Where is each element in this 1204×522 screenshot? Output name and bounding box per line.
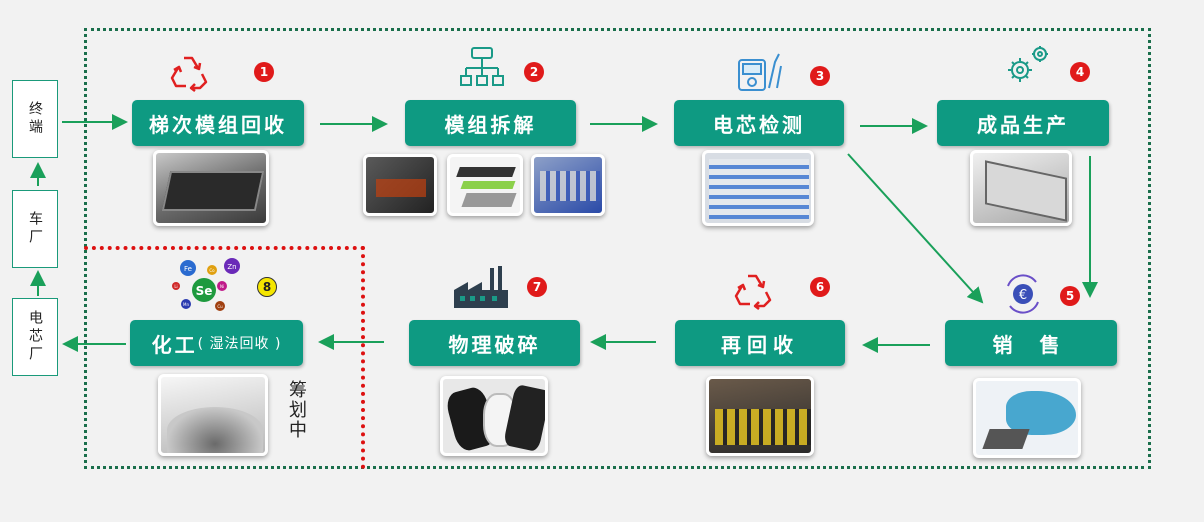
step-label: 模组拆解 — [444, 112, 537, 137]
step-label: 梯次模组回收 — [149, 112, 287, 137]
box-car-factory: 车厂 — [12, 190, 58, 268]
recycle-icon — [734, 274, 772, 310]
step-label: 再回收 — [721, 332, 799, 357]
badge-1: 1 — [254, 62, 274, 82]
element-label: Li — [174, 284, 177, 289]
arrow-3-to-5 — [847, 153, 984, 304]
network-icon — [460, 47, 504, 86]
photo-testing-racks — [702, 150, 814, 226]
step-physical-crushing: 物理破碎 — [409, 320, 580, 366]
box-terminal: 终端 — [12, 80, 58, 158]
step-label: 成品生产 — [977, 112, 1069, 137]
step-chemical: 化工 ( 湿法回收 ) — [130, 320, 303, 366]
step-label: 物理破碎 — [448, 332, 541, 357]
euro-exchange-icon: € — [1007, 274, 1039, 314]
step-sales: 销 售 — [945, 320, 1117, 366]
step-production: 成品生产 — [937, 100, 1109, 146]
step-label: 销 售 — [992, 332, 1070, 357]
element-label: Ni — [220, 284, 224, 289]
badge-4: 4 — [1070, 62, 1090, 82]
step-label: 电芯检测 — [713, 112, 805, 137]
factory-icon — [454, 266, 508, 308]
step-module-disassembly: 模组拆解 — [405, 100, 576, 146]
multimeter-icon — [738, 53, 782, 91]
photo-battery-cells — [531, 154, 605, 216]
planning-note: 筹划中 — [286, 380, 307, 440]
planning-frame — [84, 246, 365, 469]
photo-battery-module — [153, 150, 269, 226]
photo-crushed-material — [440, 376, 548, 456]
step-label: 化工 — [151, 332, 198, 357]
element-label: Mn — [183, 302, 189, 307]
photo-module-parts — [363, 154, 437, 216]
element-label: Co — [209, 268, 215, 273]
element-label: Zn — [227, 263, 236, 271]
photo-sales-map — [973, 378, 1081, 458]
badge-2: 2 — [524, 62, 544, 82]
photo-chemical-powder — [158, 374, 268, 456]
element-label: Se — [196, 284, 213, 298]
chemical-elements-icon: Fe Zn Se Li Ni Co Mn Cu — [172, 258, 240, 311]
gears-icon — [1008, 46, 1048, 82]
step-cell-testing: 电芯检测 — [674, 100, 844, 146]
badge-3: 3 — [810, 66, 830, 86]
photo-exploded-module — [447, 154, 523, 216]
element-label: Fe — [184, 265, 192, 273]
step-re-recycling: 再回收 — [675, 320, 845, 366]
badge-5: 5 — [1060, 286, 1080, 306]
photo-finished-product — [970, 150, 1072, 226]
step-module-recycling: 梯次模组回收 — [132, 100, 304, 146]
element-label: Cu — [217, 304, 223, 309]
recycle-icon — [170, 56, 208, 92]
badge-7: 7 — [527, 277, 547, 297]
badge-6: 6 — [810, 277, 830, 297]
box-cell-factory: 电芯厂 — [12, 298, 58, 376]
svg-text:€: € — [1019, 288, 1027, 303]
badge-8: 8 — [257, 277, 277, 297]
photo-recycled-batteries — [706, 376, 814, 456]
step-sublabel: ( 湿法回收 ) — [197, 336, 282, 352]
